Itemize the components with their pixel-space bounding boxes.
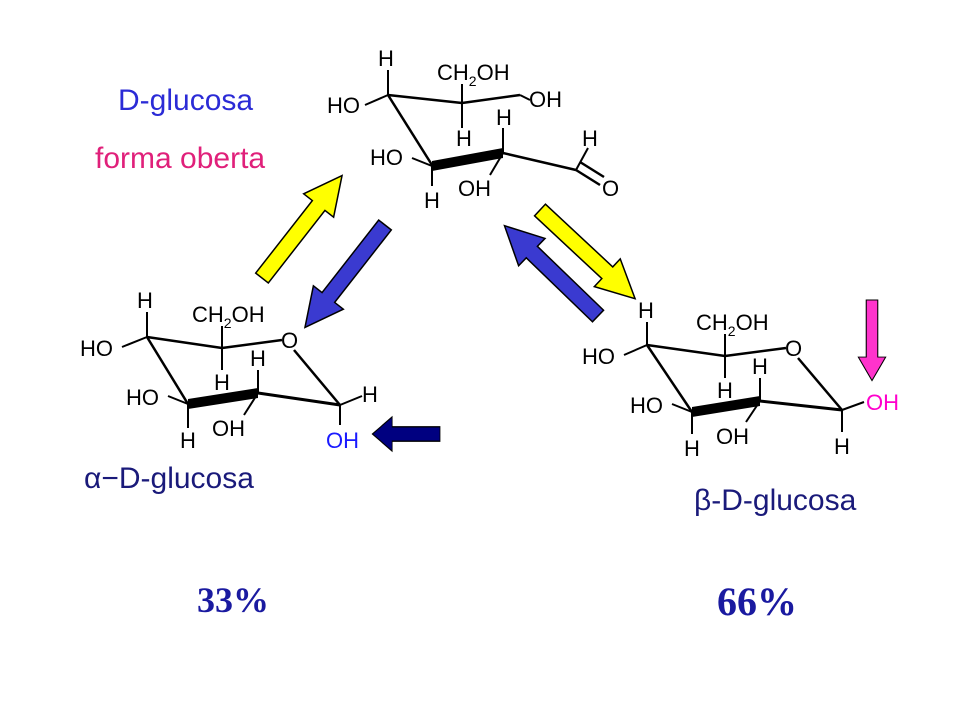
alpha-h-mid-right: H: [250, 346, 266, 371]
alpha-ho-left: HO: [80, 336, 113, 361]
magenta-arrow-beta-anomeric-oh: [857, 299, 887, 382]
alpha-glucose-label: α−D-glucosa: [84, 462, 254, 495]
open-h-bottom: H: [424, 188, 440, 213]
alpha-h-top: H: [137, 288, 153, 313]
alpha-h-bottom: H: [180, 428, 196, 453]
beta-ch2oh: CH2OH: [696, 310, 769, 339]
beta-h-anomeric: H: [834, 434, 850, 459]
beta-oh-anomeric: OH: [866, 390, 899, 415]
beta-percentage: 66%: [717, 579, 797, 624]
beta-ho-lower: HO: [630, 393, 663, 418]
open-h-mid-left: H: [456, 126, 472, 151]
open-oh-bottom: OH: [458, 176, 491, 201]
navy-arrow-alpha-anomeric-oh: [371, 416, 441, 452]
alpha-h-mid-left: H: [214, 370, 230, 395]
alpha-h-anomeric: H: [362, 382, 378, 407]
open-form-subtitle: forma oberta: [95, 142, 265, 175]
beta-h-top: H: [638, 298, 654, 323]
beta-ring-o: O: [785, 336, 802, 361]
open-aldehyde-h: H: [582, 126, 598, 151]
open-aldehyde-o: O: [602, 176, 619, 201]
open-h-top: H: [378, 46, 394, 71]
beta-h-bottom: H: [684, 436, 700, 461]
alpha-ring-o: O: [281, 328, 298, 353]
open-form-title: D-glucosa: [118, 84, 253, 117]
open-chain-glucose-structure: H HO CH2OH OH H H HO OH H H O: [327, 46, 619, 213]
open-oh-right: OH: [529, 87, 562, 112]
beta-h-mid-right: H: [752, 354, 768, 379]
alpha-glucose-structure: H CH2OH O HO H H HO OH H H OH: [80, 288, 378, 453]
open-ho-left: HO: [327, 93, 360, 118]
beta-oh-bottom: OH: [716, 424, 749, 449]
open-h-mid-right: H: [496, 105, 512, 130]
alpha-oh-anomeric: OH: [326, 428, 359, 453]
open-ho-lower: HO: [370, 145, 403, 170]
alpha-ho-lower: HO: [126, 385, 159, 410]
beta-glucose-label: β-D-glucosa: [694, 484, 857, 517]
alpha-percentage: 33%: [197, 580, 269, 620]
alpha-ch2oh: CH2OH: [192, 302, 265, 331]
alpha-oh-bottom: OH: [212, 416, 245, 441]
beta-h-mid-left: H: [717, 378, 733, 403]
beta-ho-left: HO: [582, 344, 615, 369]
open-ch2oh: CH2OH: [437, 60, 510, 89]
beta-glucose-structure: H CH2OH O HO H H HO OH H OH H: [582, 298, 899, 461]
